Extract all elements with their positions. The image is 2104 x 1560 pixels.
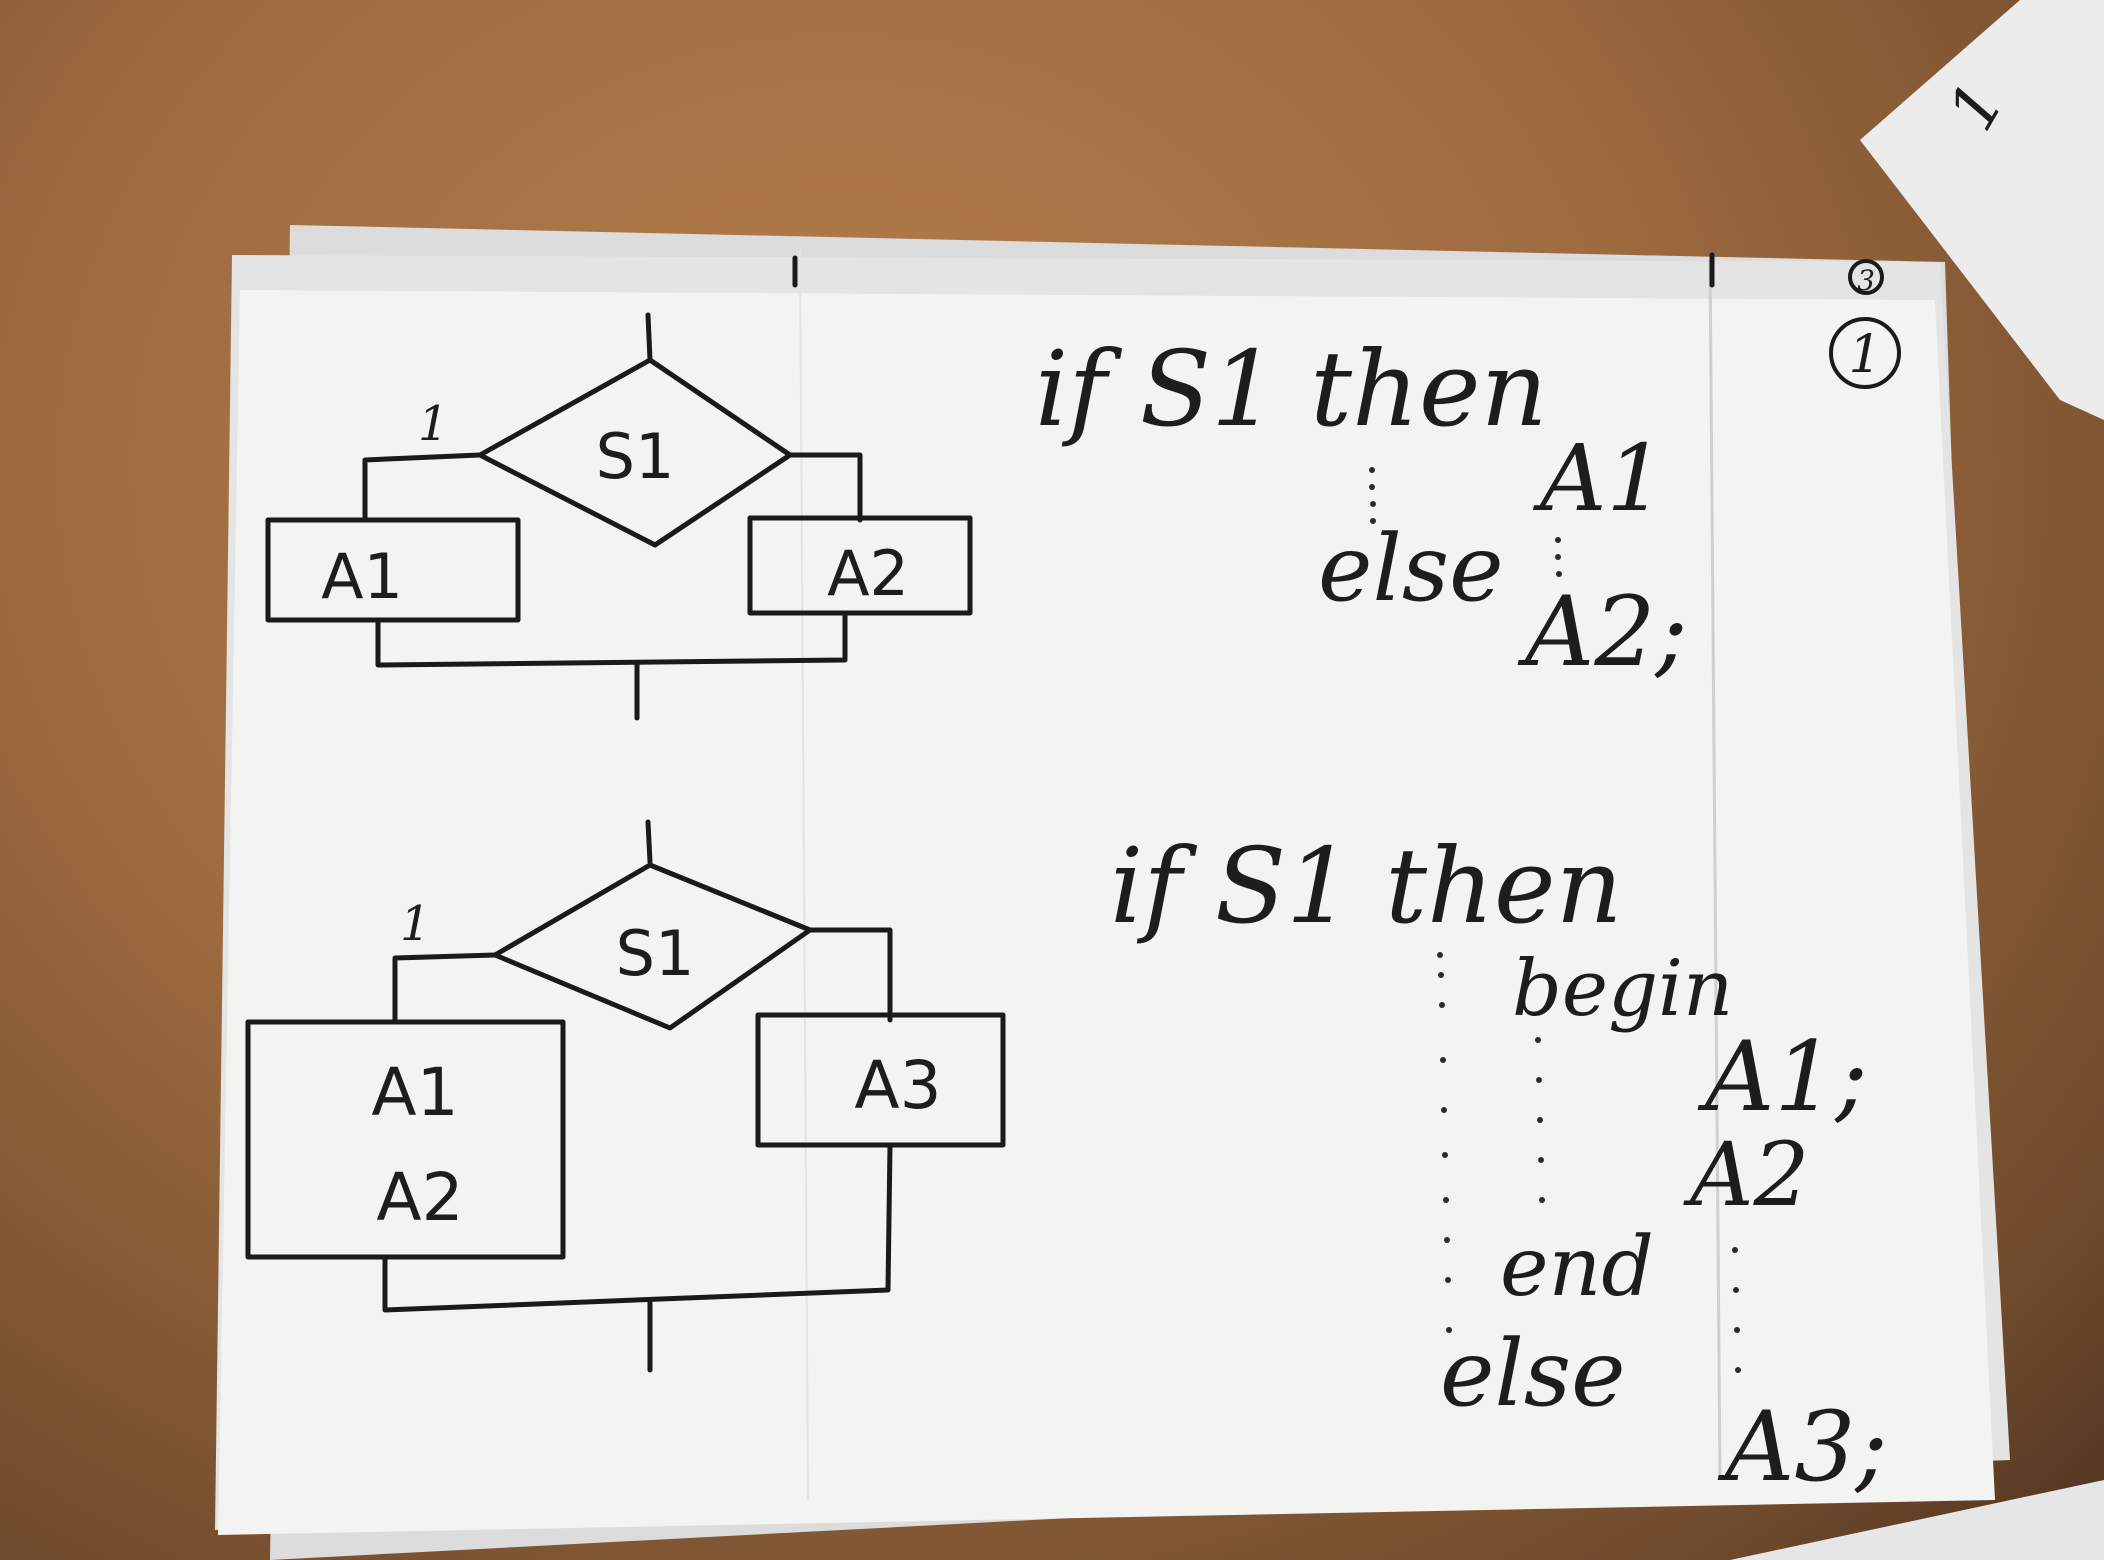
- page-number-badge: 1: [1829, 317, 1901, 389]
- bottom-code-line-else: else: [1440, 1320, 1626, 1427]
- top-then-box-text: A1: [321, 540, 403, 613]
- bottom-no-branch: [807, 927, 893, 1023]
- peek-page-circle: [1848, 259, 1884, 295]
- top-then-box: [265, 517, 521, 623]
- bottom-code-line-a1: A1;: [1697, 1021, 1868, 1133]
- bottom-code-block: if S1 then begin A1; A2 end else A3;: [1110, 825, 1888, 1503]
- bottom-condition-text: S1: [616, 917, 695, 990]
- bottom-then-box-line2: A2: [376, 1159, 463, 1236]
- top-no-branch: [787, 452, 863, 523]
- bottom-code-line-end: end: [1500, 1220, 1654, 1315]
- top-indent-dots: [1369, 467, 1562, 577]
- top-else-box: [747, 515, 973, 616]
- bottom-else-box-text: A3: [854, 1047, 941, 1124]
- bottom-entry-line: [645, 819, 653, 865]
- bottom-yes-label: 1: [400, 896, 431, 952]
- top-yes-branch: [362, 452, 483, 523]
- top-code-line-if: if S1 then: [1035, 328, 1548, 450]
- bottom-paper-corner: [1730, 1480, 2104, 1560]
- top-entry-line: [645, 312, 653, 363]
- top-code-line-a2: A2;: [1517, 576, 1688, 688]
- top-else-box-text: A2: [827, 537, 909, 610]
- page-number-text: 1: [1848, 325, 1881, 385]
- bottom-code-line-begin: begin: [1512, 944, 1733, 1034]
- top-condition-text: S1: [596, 420, 675, 493]
- top-merge-line: [375, 610, 848, 668]
- bottom-else-box: [755, 1012, 1006, 1148]
- bottom-then-box: [245, 1019, 566, 1260]
- top-flowchart: S1 1 A1 A2: [265, 312, 973, 721]
- top-code-line-a1: A1: [1532, 425, 1665, 532]
- top-code-block: if S1 then A1 else A2;: [1035, 328, 1688, 688]
- corner-paper-sheet: 1: [1860, 0, 2104, 420]
- bottom-flowchart: S1 1 A1 A2 A3: [245, 819, 1006, 1373]
- bottom-merge-line: [382, 1142, 893, 1313]
- bottom-yes-branch: [392, 952, 498, 1025]
- bottom-then-box-line1: A1: [371, 1054, 458, 1131]
- bottom-code-line-a2: A2: [1683, 1123, 1810, 1226]
- top-code-line-else: else: [1318, 515, 1504, 622]
- top-yes-label: 1: [418, 396, 449, 452]
- bottom-indent-dots: [1437, 952, 1741, 1373]
- peek-page-number: 3: [1857, 264, 1875, 297]
- bottom-code-line-if: if S1 then: [1110, 825, 1623, 947]
- bottom-code-line-a3: A3;: [1717, 1391, 1888, 1503]
